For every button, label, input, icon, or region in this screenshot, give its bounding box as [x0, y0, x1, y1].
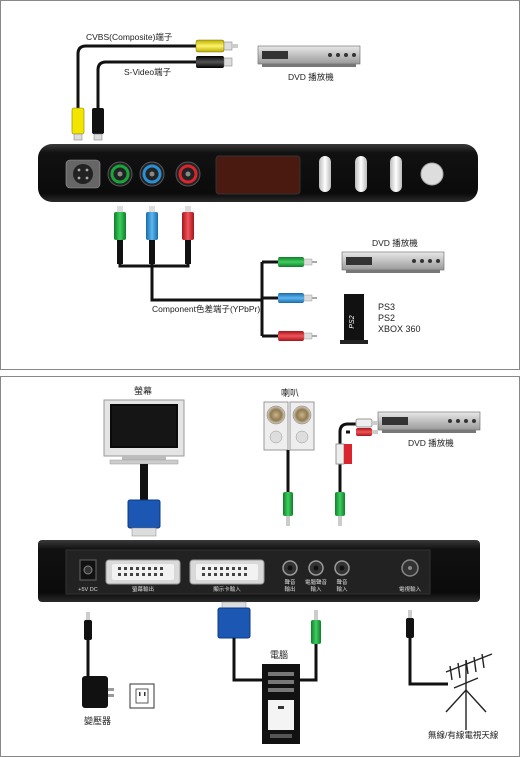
- vga-plug-computer: [217, 601, 262, 682]
- dvd-player-icon: [257, 45, 361, 67]
- component-out-blue: [278, 293, 317, 303]
- component-out-red: [278, 331, 317, 341]
- dvd-player-icon-2: [341, 251, 445, 273]
- port-audio-out-label-1: 聲音: [284, 578, 296, 586]
- cvbs-plug-vertical: [71, 107, 85, 141]
- dc-power-cable: [84, 612, 92, 676]
- component-out-green: [278, 257, 317, 267]
- console-ps3: PS3: [378, 302, 395, 312]
- av-device-front: [38, 144, 478, 202]
- monitor-label: 螢幕: [134, 385, 152, 396]
- component-plug-green: [114, 206, 126, 264]
- svideo-cable: [96, 56, 233, 108]
- antenna-icon: [445, 653, 493, 730]
- dvi-pin-grid: [118, 567, 247, 576]
- computer-tower-icon: [262, 664, 300, 744]
- adapter-label: 變壓器: [84, 715, 111, 726]
- dvd-player-icon-3: [377, 411, 481, 433]
- component-plug-blue: [146, 206, 158, 264]
- pc-audio-cable: [300, 610, 321, 682]
- speaker-cable: [283, 450, 293, 526]
- dvd-label-component: DVD 播放機: [372, 238, 418, 248]
- svideo-plug-vertical: [92, 108, 104, 141]
- av-device-back: [38, 540, 480, 602]
- port-dc-label: +5V DC: [78, 587, 97, 593]
- console-ps2: PS2: [378, 313, 395, 323]
- svg-text:PS2: PS2: [349, 315, 356, 328]
- component-plug-red: [182, 206, 194, 264]
- monitor-icon: [103, 399, 185, 500]
- dvd-audio-cable: [335, 418, 378, 526]
- component-label: Component色差端子(YPbPr): [152, 304, 260, 314]
- svideo-label: S-Video端子: [124, 67, 172, 77]
- game-console-icon: PS2: [340, 294, 368, 344]
- speaker-label: 喇叭: [281, 387, 299, 398]
- wall-outlet-icon: [129, 683, 155, 709]
- port-tv-in-label: 電視輸入: [399, 585, 422, 593]
- computer-label: 電腦: [270, 649, 288, 660]
- dvd-label-bottom: DVD 播放機: [408, 438, 454, 448]
- port-audio-in-label-1: 聲音: [336, 578, 348, 586]
- console-xbox: XBOX 360: [378, 324, 421, 334]
- port-screen-out-label: 螢幕輸出: [132, 585, 154, 593]
- antenna-label: 無線/有線電視天線: [428, 730, 499, 740]
- vga-plug-monitor: [127, 499, 161, 537]
- speaker-icon: [263, 401, 315, 451]
- port-pc-audio-label-2: 輸入: [310, 585, 322, 593]
- component-cable: [118, 260, 278, 338]
- cvbs-label: CVBS(Composite)端子: [86, 32, 173, 42]
- tv-antenna-cable: [406, 610, 448, 686]
- port-pc-audio-label-1: 電腦聲音: [305, 578, 328, 586]
- port-audio-out-label-2: 輸出: [284, 585, 295, 593]
- cvbs-cable: [76, 39, 238, 108]
- power-adapter-icon: [82, 676, 114, 708]
- dvd-label-top: DVD 播放機: [288, 72, 334, 82]
- port-display-in-label: 顯示卡輸入: [213, 585, 241, 593]
- port-audio-in-label-2: 輸入: [336, 585, 348, 593]
